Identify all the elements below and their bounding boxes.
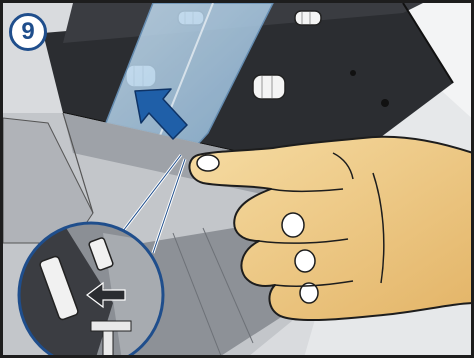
printer-scene [3,3,474,358]
detail-magnifier [19,223,163,358]
step-number: 9 [21,20,34,44]
roller [253,75,285,99]
step-number-badge: 9 [9,13,47,51]
roller [295,11,321,25]
